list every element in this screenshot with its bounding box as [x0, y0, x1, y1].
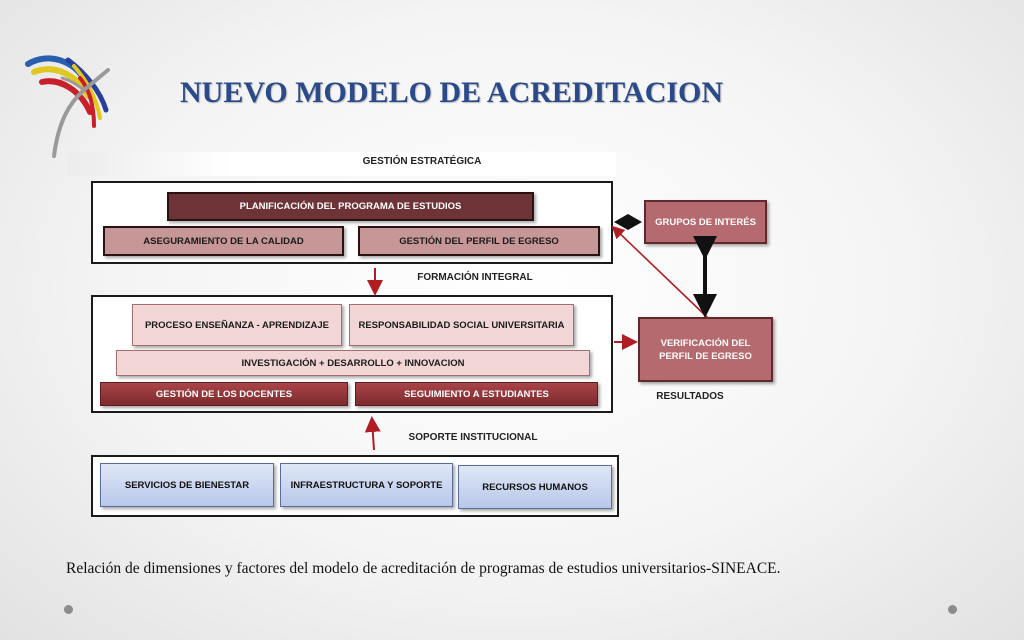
- box-research: INVESTIGACIÓN + DESARROLLO + INNOVACION: [116, 350, 590, 376]
- caption: Relación de dimensiones y factores del m…: [66, 560, 781, 577]
- box-quality: ASEGURAMIENTO DE LA CALIDAD: [103, 226, 344, 256]
- box-teaching: PROCESO ENSEÑANZA - APRENDIZAJE: [132, 304, 342, 346]
- box-verification: VERIFICACIÓN DEL PERFIL DE EGRESO: [638, 317, 773, 382]
- slide-dot-left: [64, 605, 73, 614]
- box-infrastructure: INFRAESTRUCTURA Y SOPORTE: [280, 463, 453, 507]
- box-profile: GESTIÓN DEL PERFIL DE EGRESO: [358, 226, 600, 256]
- strategic-banner: [68, 152, 616, 176]
- label-support: SOPORTE INSTITUCIONAL: [408, 432, 538, 443]
- label-formation: FORMACIÓN INTEGRAL: [417, 272, 533, 283]
- box-hr: RECURSOS HUMANOS: [458, 465, 612, 509]
- box-teachers: GESTIÓN DE LOS DOCENTES: [100, 382, 348, 406]
- page-title: NUEVO MODELO DE ACREDITACION: [180, 76, 724, 109]
- label-strategic: GESTIÓN ESTRATÉGICA: [362, 156, 482, 167]
- box-students: SEGUIMIENTO A ESTUDIANTES: [355, 382, 598, 406]
- label-results: RESULTADOS: [656, 391, 724, 402]
- box-planning: PLANIFICACIÓN DEL PROGRAMA DE ESTUDIOS: [167, 192, 534, 221]
- slide-dot-right: [948, 605, 957, 614]
- box-social: RESPONSABILIDAD SOCIAL UNIVERSITARIA: [349, 304, 574, 346]
- logo-icon: [25, 55, 110, 158]
- box-welfare: SERVICIOS DE BIENESTAR: [100, 463, 274, 507]
